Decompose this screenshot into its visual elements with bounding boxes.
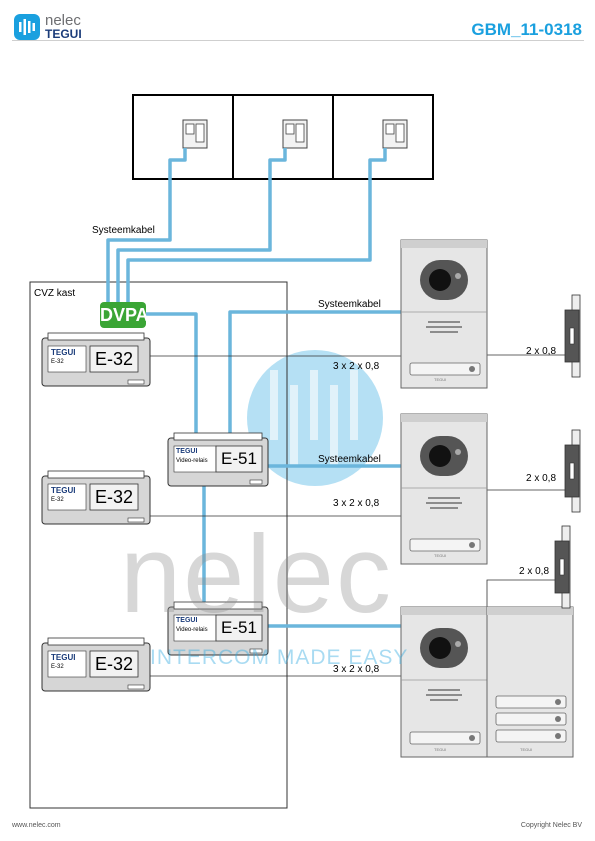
label-wires-panel2: 3 x 2 x 0,8 [333,498,380,509]
e32-2-name: E-32 [94,487,134,507]
e32-2-brand: TEGUI [51,486,76,495]
e32-1-name: E-32 [94,349,134,369]
indoor-monitor-3 [382,119,408,149]
dvpa-module [100,302,146,328]
dvpa-label: DVPA [100,305,149,325]
brand-logo: nelec TEGUI [14,12,124,42]
logo-nelec-text: nelec [45,12,81,29]
indoor-monitor-2 [282,119,308,149]
e51-1-name: E-51 [221,449,257,468]
watermark-icon [270,370,358,465]
footer-copyright: Copyright Nelec BV [520,822,582,829]
cabinet-box [29,281,288,809]
label-cabinet: CVZ kast [34,288,76,299]
e51-module-1 [167,432,269,487]
wiring-lines [150,354,565,677]
e32-2-sub: E-32 [51,497,64,503]
e32-1-brand: TEGUI [51,348,76,357]
label-system-cable-panel1: Systeemkabel [318,299,381,310]
e32-3-name: E-32 [94,654,134,674]
label-system-cable-panel2: Systeemkabel [318,454,381,465]
header-divider [12,40,584,41]
button-extension-panel [486,606,574,758]
label-lock-wires-1: 2 x 0,8 [526,346,557,357]
nelec-logo-icon [14,14,40,40]
door-panel-3 [400,606,488,758]
footer-website: www.nelec.com [12,822,61,829]
watermark-tagline: INTERCOM MADE EASY [150,646,409,669]
e51-1-sub: Video-relais [176,458,208,464]
e32-module-2 [41,470,151,525]
e32-module-3 [41,637,151,692]
system-cables [106,148,401,628]
label-lock-wires-3: 2 x 0,8 [519,566,550,577]
label-wires-panel1: 3 x 2 x 0,8 [333,361,380,372]
label-wires-panel3: 3 x 2 x 0,8 [333,664,380,675]
wire-panel3-lock [486,579,555,607]
door-panel-2 [400,413,488,565]
cable-apartment-3 [126,148,387,302]
door-lock-1 [564,294,581,378]
label-system-cable-top: Systeemkabel [92,225,155,236]
cable-panel1-to-e51-1 [228,310,401,436]
e32-3-sub: E-32 [51,664,64,670]
e32-3-brand: TEGUI [51,653,76,662]
panel-4-brand: TEGUI [520,747,533,752]
e51-1-brand: TEGUI [176,448,198,455]
e51-2-brand: TEGUI [176,617,198,624]
panel-2-brand: TEGUI [434,553,447,558]
document-code: GBM_11-0318 [471,20,582,39]
cable-dvpa-to-e51-1 [140,312,198,436]
logo-tegui-text: TEGUI [45,27,82,41]
e51-2-sub: Video-relais [176,627,208,633]
watermark-word: nelec [120,513,393,636]
cable-apartment-2 [116,148,287,302]
panel-1-brand: TEGUI [434,377,447,382]
door-lock-2 [564,429,581,513]
e51-2-name: E-51 [221,618,257,637]
e32-module-1 [41,332,151,387]
door-lock-3 [554,525,571,609]
e32-1-sub: E-32 [51,359,64,365]
indoor-monitor-1 [182,119,208,149]
e51-module-2 [167,601,269,656]
label-lock-wires-2: 2 x 0,8 [526,473,557,484]
cable-apartment-1 [106,148,187,302]
panel-3-brand: TEGUI [434,747,447,752]
door-panel-1 [400,239,488,389]
